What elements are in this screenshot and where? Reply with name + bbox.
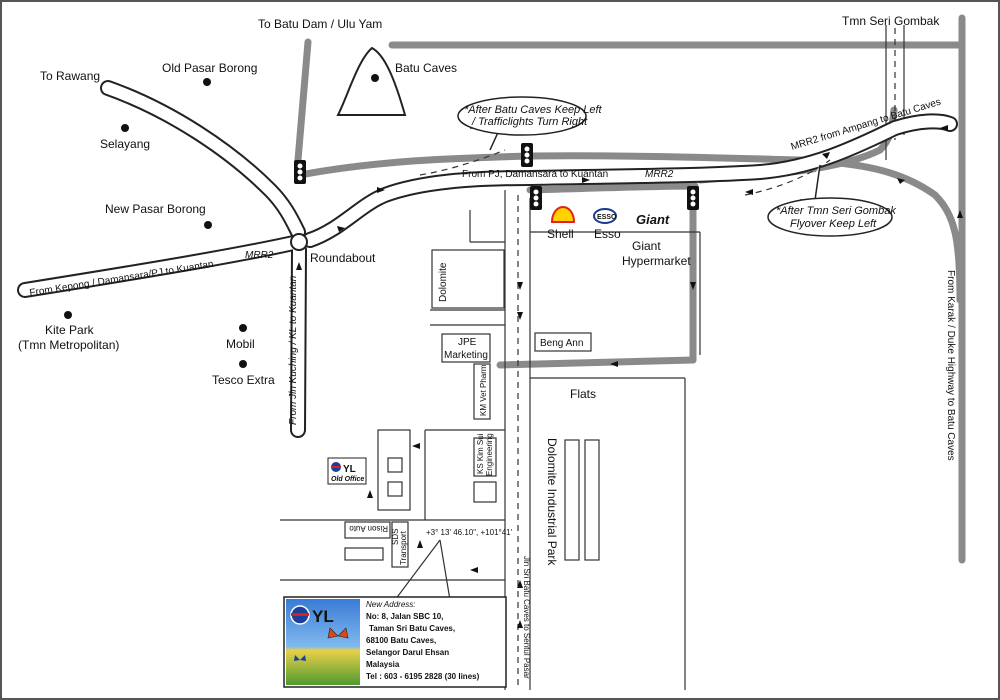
address-pointer xyxy=(394,539,441,601)
tesco-label: Tesco Extra xyxy=(212,373,275,387)
address-phone: Tel : 603 - 6195 2828 (30 lines) xyxy=(366,672,480,681)
beng-ann-building xyxy=(534,332,592,352)
callout-batu-caves-line1: *After Batu Caves Keep Left xyxy=(464,104,603,116)
dolomite-building xyxy=(431,249,505,309)
traffic-light-2 xyxy=(521,143,533,167)
esso-icon: ESSO xyxy=(593,208,617,224)
jpe-building xyxy=(441,333,491,363)
old-office-marker: YL Old Office xyxy=(327,457,367,485)
karak-label: From Karak / Duke Highway to Batu Caves xyxy=(945,270,956,461)
dolomite-label: Dolomite xyxy=(438,262,449,302)
address-pointer-2 xyxy=(439,539,451,601)
address-line-4: Selangor Darul Ehsan xyxy=(366,648,449,657)
flat-block-2 xyxy=(584,439,600,561)
batu-caves-dot xyxy=(371,74,379,82)
butterfly-icon xyxy=(327,627,349,639)
esso-label: Esso xyxy=(594,227,621,241)
kite-park-label: Kite Park xyxy=(45,323,95,337)
sds-building xyxy=(391,521,409,568)
callout-gombak: *After Tmn Seri Gombak Flyover Keep Left xyxy=(767,164,896,237)
address-line-5: Malaysia xyxy=(366,660,400,669)
traffic-light-1 xyxy=(294,160,306,184)
rison-auto-label: Rison Auto xyxy=(349,524,388,533)
old-office-unit-2 xyxy=(387,481,403,497)
slip-lane-batu xyxy=(419,149,506,176)
ks-kim-sui-unit xyxy=(473,481,497,503)
giant-sub-label: Hypermarket xyxy=(622,254,691,268)
engineering-label: Engineering xyxy=(485,433,494,476)
km-vet-building xyxy=(473,363,491,420)
km-vet-label: KM Vet Pharm xyxy=(479,364,488,416)
mrr2-label-west: MRR2 xyxy=(245,250,274,261)
old-pasar-borong-dot xyxy=(203,78,211,86)
address-line-3: 68100 Batu Caves, xyxy=(366,636,436,645)
flats-label: Flats xyxy=(570,387,596,401)
rison-auto-building xyxy=(344,521,391,539)
sds-label: SDS xyxy=(391,529,400,545)
address-line-2: Taman Sri Batu Caves, xyxy=(369,624,455,633)
marketing-label: Marketing xyxy=(444,350,488,361)
callout-gombak-line2: Flyover Keep Left xyxy=(790,218,877,230)
sds-unit xyxy=(344,547,384,561)
old-office-unit-1 xyxy=(387,457,403,473)
jln-kuching-label: From Jln Kuching / KL to Kuantan xyxy=(288,275,299,425)
batu-caves-mountain-icon xyxy=(336,46,407,116)
address-logo: YL xyxy=(312,607,334,626)
direction-arrows xyxy=(296,125,963,628)
giant-logo: Giant xyxy=(636,212,670,227)
giant-label: Giant xyxy=(632,239,661,253)
roundabout-circle xyxy=(290,233,308,251)
old-office-label: Old Office xyxy=(331,476,364,483)
ks-kim-sui-building xyxy=(473,437,497,477)
dolomite-ind-park-label: Dolomite Industrial Park xyxy=(545,438,559,566)
batu-caves-label: Batu Caves xyxy=(395,61,457,75)
from-pj-label: From PJ, Damansara to Kuantan xyxy=(462,169,608,180)
shell-icon xyxy=(550,205,576,223)
address-title: New Address: xyxy=(366,600,416,609)
callout-batu-caves: *After Batu Caves Keep Left / Trafficlig… xyxy=(457,96,603,151)
roundabout-label: Roundabout xyxy=(310,251,376,265)
transport-label: Transport xyxy=(399,530,408,565)
callout-gombak-line1: *After Tmn Seri Gombak xyxy=(776,205,896,217)
kite-park-sub-label: (Tmn Metropolitan) xyxy=(18,338,119,352)
selayang-label: Selayang xyxy=(100,137,150,151)
tesco-dot xyxy=(239,360,247,368)
coordinates: +3° 13' 46.10", +101°41' xyxy=(426,528,513,537)
traffic-light-4 xyxy=(687,186,699,210)
jpe-label: JPE xyxy=(458,337,477,348)
kite-park-dot xyxy=(64,311,72,319)
mobil-label: Mobil xyxy=(226,337,255,351)
svg-text:ESSO: ESSO xyxy=(597,214,617,221)
callout-batu-caves-line2: / Trafficlights Turn Right xyxy=(471,116,588,128)
batu-dam-label: To Batu Dam / Ulu Yam xyxy=(258,17,382,31)
mrr2-label-east: MRR2 xyxy=(645,169,674,180)
selayang-dot xyxy=(121,124,129,132)
traffic-light-3 xyxy=(530,186,542,210)
address-line-1: No: 8, Jalan SBC 10, xyxy=(366,612,443,621)
tmn-seri-gombak-label: Tmn Seri Gombak xyxy=(842,14,940,28)
beng-ann-label: Beng Ann xyxy=(540,338,583,349)
butterfly-icon-small xyxy=(294,655,306,661)
address-card: YL New Address: No: 8, Jalan SBC 10, Tam… xyxy=(283,596,507,688)
new-pasar-borong-label: New Pasar Borong xyxy=(105,202,206,216)
old-pasar-borong-label: Old Pasar Borong xyxy=(162,61,257,75)
flat-block-1 xyxy=(564,439,580,561)
ks-kim-sui-label: KS Kim Sui xyxy=(476,433,485,474)
mobil-dot xyxy=(239,324,247,332)
new-pasar-borong-dot xyxy=(204,221,212,229)
jln-sri-batu-label: Jln Sri Batu Caves to Sentul Pasar xyxy=(522,556,531,679)
old-office-logo: YL xyxy=(343,464,356,475)
shell-label: Shell xyxy=(547,227,574,241)
to-rawang-label: To Rawang xyxy=(40,69,100,83)
mrr2-roads xyxy=(17,80,958,438)
